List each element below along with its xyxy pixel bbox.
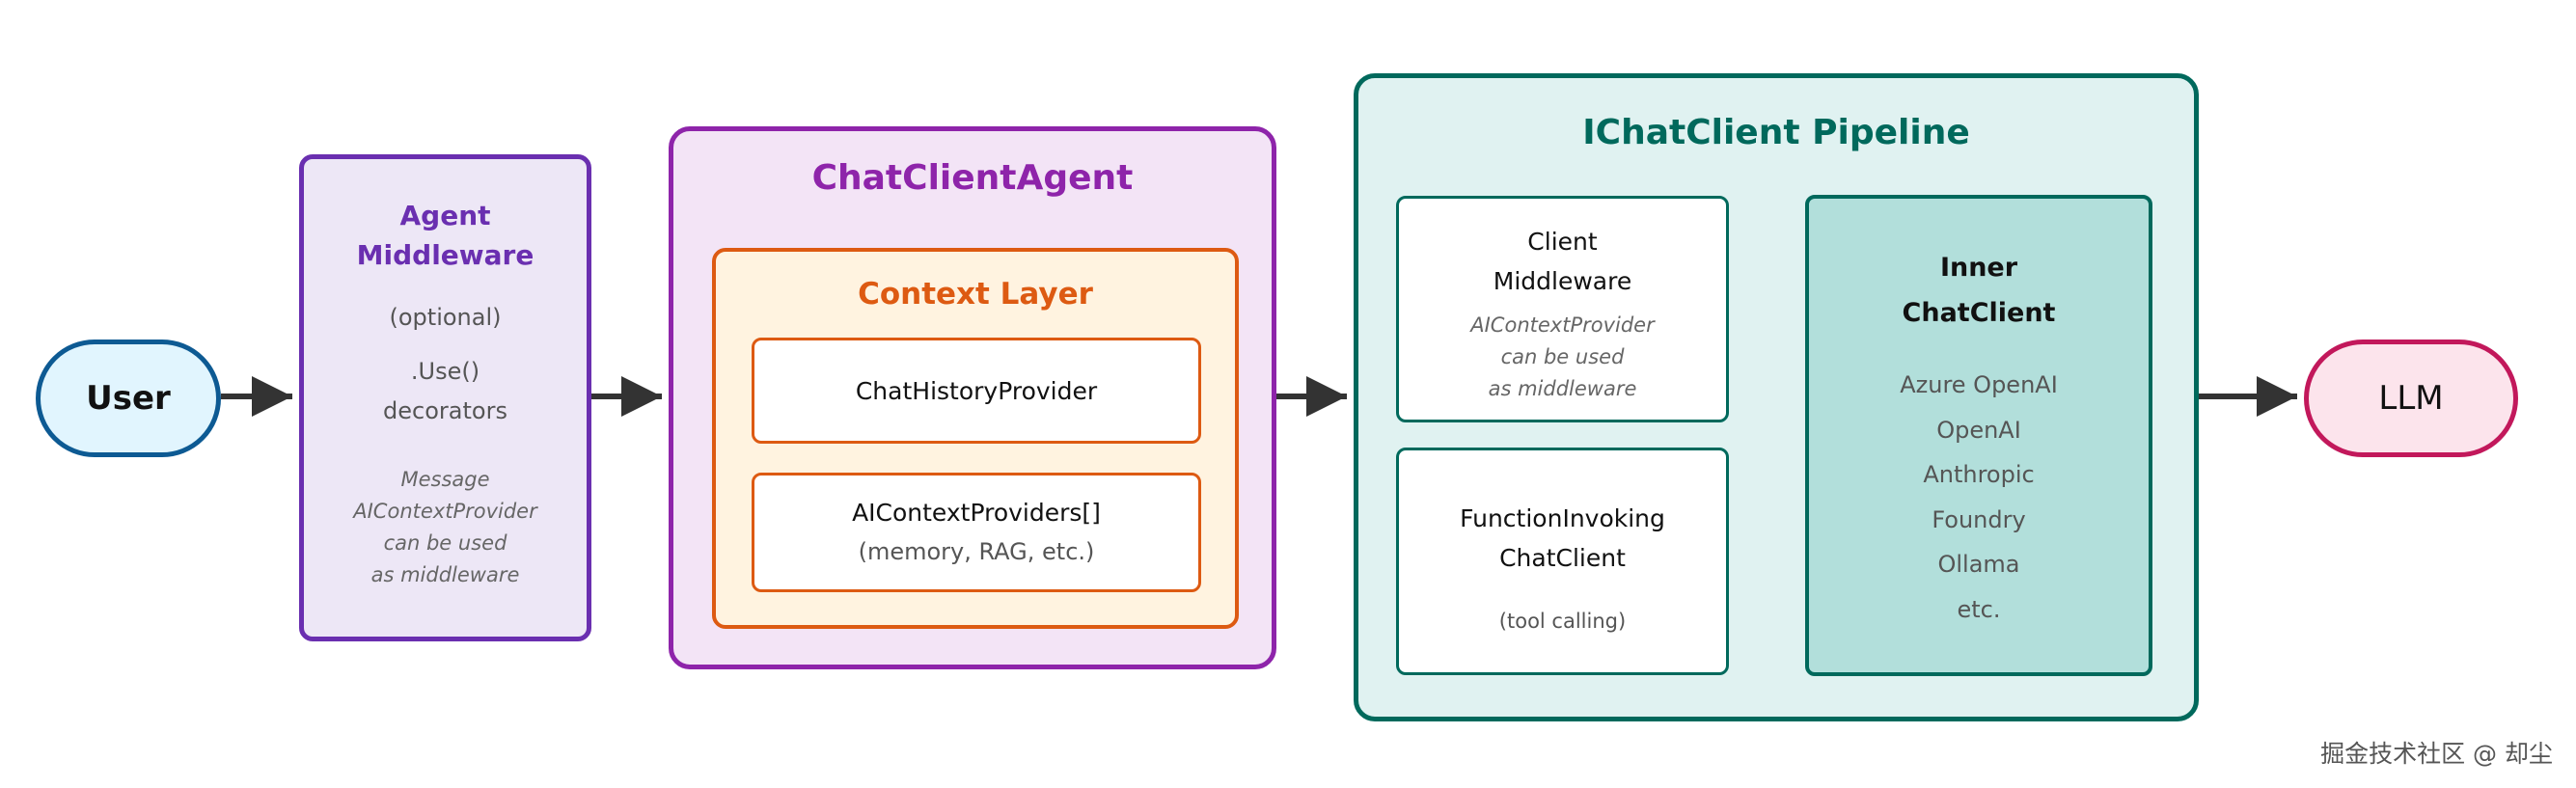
agent-middleware-optional: (optional) (389, 304, 502, 331)
inner-chat-client-line2: ChatClient (1902, 298, 2056, 328)
ai-context-providers-note: (memory, RAG, etc.) (858, 538, 1095, 565)
chat-client-agent-title: ChatClientAgent (811, 158, 1134, 198)
user-label: User (86, 379, 171, 418)
ai-context-providers-label: AIContextProviders[] (852, 499, 1101, 527)
agent-middleware-note-line1: Message (400, 468, 490, 491)
ichatclient-pipeline-box: IChatClient Pipeline Client Middleware A… (1354, 73, 2199, 721)
provider-list: Azure OpenAI OpenAI Anthropic Foundry Ol… (1809, 363, 2149, 632)
function-invoking-line1: FunctionInvoking (1460, 504, 1665, 532)
agent-middleware-title-line2: Middleware (356, 239, 534, 271)
context-layer-title: Context Layer (858, 277, 1093, 312)
context-layer-box: Context Layer ChatHistoryProvider AICont… (712, 248, 1239, 629)
client-middleware-note-line2: can be used (1500, 345, 1625, 368)
watermark: 掘金技术社区 @ 却尘 (2320, 740, 2553, 768)
agent-middleware-title-line1: Agent (399, 200, 491, 231)
agent-middleware-use: .Use() (410, 358, 480, 385)
chat-client-agent-box: ChatClientAgent Context Layer ChatHistor… (669, 126, 1276, 669)
client-middleware-note-line1: AIContextProvider (1470, 313, 1655, 337)
client-middleware-note-line3: as middleware (1488, 377, 1637, 400)
inner-chat-client-line1: Inner (1939, 253, 2018, 283)
pipeline-title: IChatClient Pipeline (1582, 113, 1970, 152)
inner-chat-client-box: Inner ChatClient Azure OpenAI OpenAI Ant… (1805, 195, 2152, 676)
provider-item: OpenAI (1936, 416, 2021, 444)
client-middleware-line1: Client (1527, 228, 1598, 256)
function-invoking-line2: ChatClient (1499, 544, 1626, 572)
function-invoking-note: (tool calling) (1498, 610, 1627, 633)
agent-middleware-decorators: decorators (383, 397, 507, 424)
client-middleware-line2: Middleware (1493, 267, 1632, 295)
user-node: User (36, 340, 221, 457)
agent-middleware-box: Agent Middleware (optional) .Use() decor… (299, 154, 591, 641)
provider-item: etc. (1957, 595, 2001, 623)
agent-middleware-note-line3: can be used (383, 531, 507, 555)
provider-item: Azure OpenAI (1900, 371, 2058, 398)
agent-middleware-note-line4: as middleware (370, 563, 520, 586)
provider-item: Anthropic (1923, 461, 2035, 488)
ai-context-providers-box: AIContextProviders[] (memory, RAG, etc.) (752, 473, 1201, 592)
function-invoking-chat-client-box: FunctionInvoking ChatClient (tool callin… (1396, 448, 1729, 675)
client-middleware-box: Client Middleware AIContextProvider can … (1396, 196, 1729, 422)
llm-label: LLM (2378, 379, 2444, 418)
agent-middleware-note-line2: AIContextProvider (353, 500, 537, 523)
llm-node: LLM (2304, 340, 2518, 457)
provider-item: Ollama (1937, 551, 2020, 578)
chat-history-provider-box: ChatHistoryProvider (752, 338, 1201, 444)
chat-history-provider-label: ChatHistoryProvider (855, 376, 1098, 405)
provider-item: Foundry (1932, 505, 2026, 533)
